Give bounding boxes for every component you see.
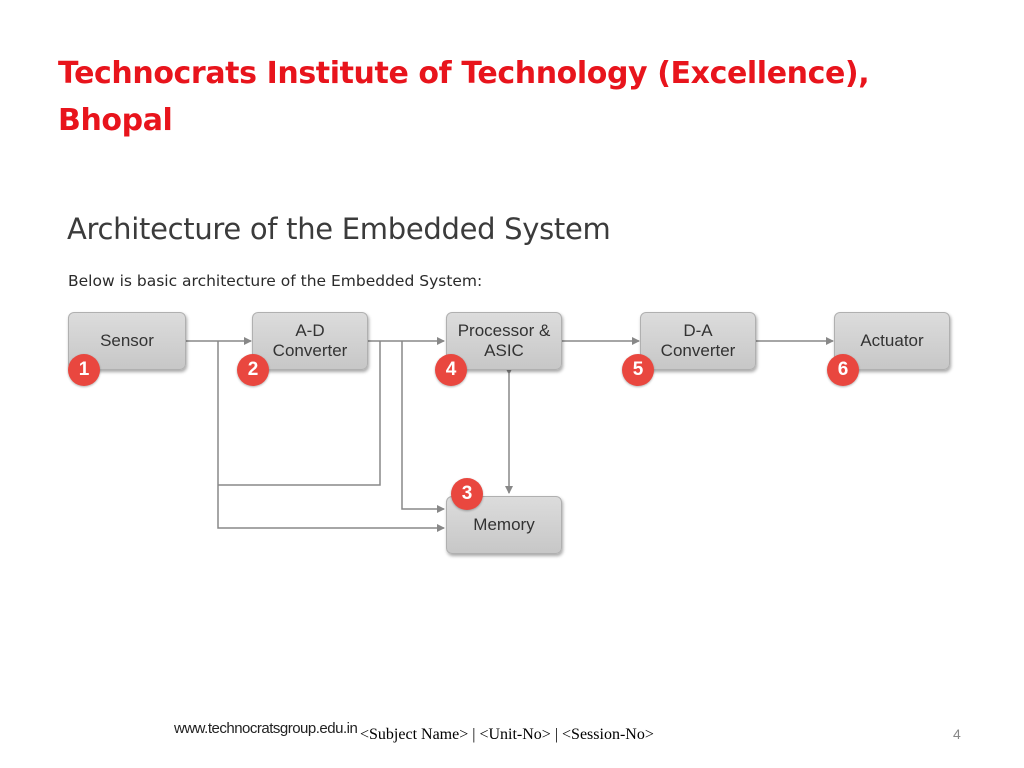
badge-1: 1 [68, 354, 100, 386]
ad-converter-block: A-D Converter [252, 312, 368, 370]
diagram-subheading: Below is basic architecture of the Embed… [68, 272, 483, 290]
arrow-sensor-to-memory [217, 341, 445, 532]
processor-block: Processor & ASIC [446, 312, 562, 370]
sensor-label: Sensor [100, 331, 154, 350]
da-converter-label: D-A Converter [660, 321, 736, 360]
footer-url: www.technocratsgroup.edu.in [174, 720, 358, 737]
arrow-adc-to-memory [401, 341, 445, 513]
ad-converter-label: A-D Converter [272, 321, 348, 360]
slide-title-line-2: Bhopal [58, 103, 173, 138]
badge-4: 4 [435, 354, 467, 386]
memory-label: Memory [473, 515, 535, 534]
slide-title: Technocrats Institute of Technology (Exc… [58, 50, 958, 144]
actuator-label: Actuator [860, 331, 924, 350]
connector-lines [186, 337, 834, 532]
diagram-heading: Architecture of the Embedded System [67, 212, 611, 246]
badge-5: 5 [622, 354, 654, 386]
badge-3: 3 [451, 478, 483, 510]
line-adc-feedback [218, 341, 381, 486]
page-number: 4 [953, 726, 961, 742]
badge-6: 6 [827, 354, 859, 386]
slide-title-line-1: Technocrats Institute of Technology (Exc… [58, 56, 870, 91]
architecture-diagram: Architecture of the Embedded System Belo… [62, 200, 962, 570]
processor-label: Processor & ASIC [457, 321, 551, 360]
da-converter-block: D-A Converter [640, 312, 756, 370]
footer-session-info: <Subject Name> | <Unit-No> | <Session-No… [360, 726, 654, 743]
badge-2: 2 [237, 354, 269, 386]
